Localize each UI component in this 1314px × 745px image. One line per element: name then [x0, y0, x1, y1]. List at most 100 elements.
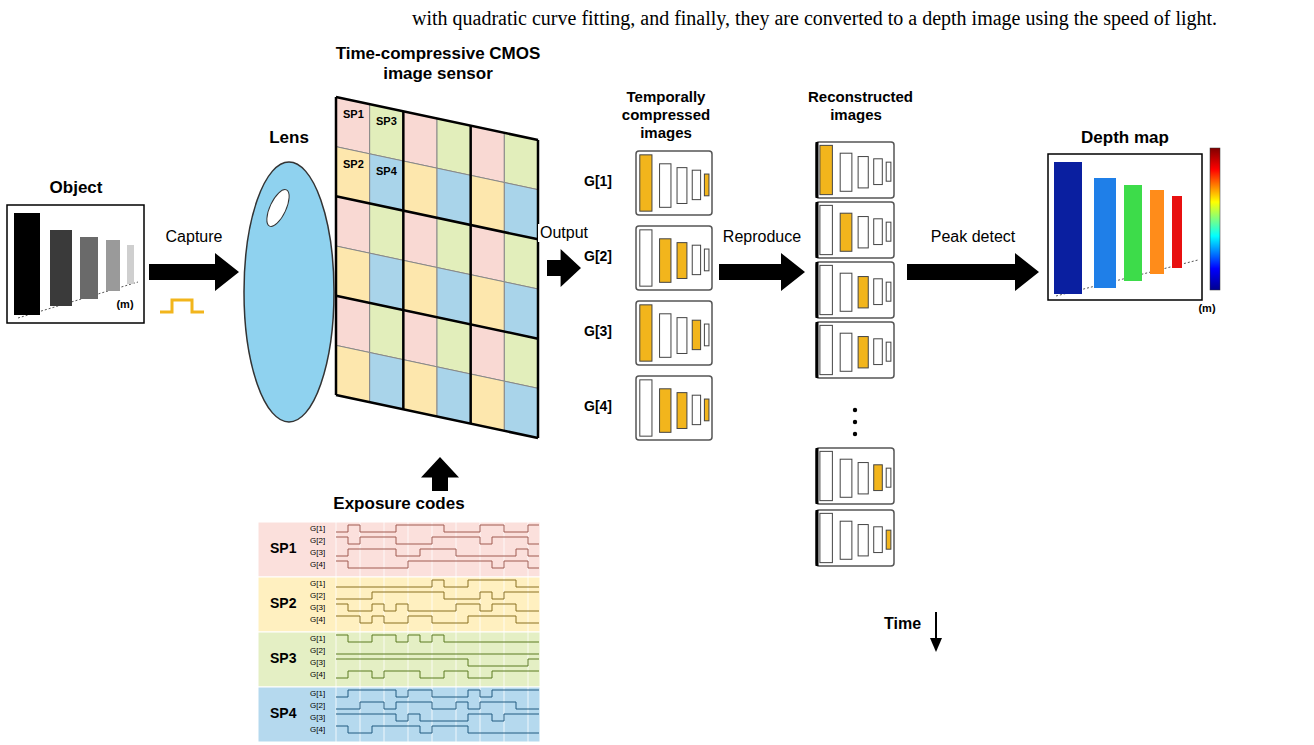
gate-name: G[3] — [310, 548, 336, 558]
scene-bar — [820, 205, 832, 254]
frame-name: G[3] — [584, 323, 632, 340]
time-grid — [480, 632, 481, 687]
sensor-pixel — [437, 367, 471, 424]
image-frame — [636, 226, 712, 290]
object-bar — [127, 245, 134, 284]
scene-bar — [820, 325, 832, 374]
compressed-image: G[4] — [584, 375, 714, 441]
code-band — [258, 577, 540, 632]
scene-bar — [677, 318, 687, 354]
scene-bar — [677, 168, 687, 204]
time-grid — [456, 687, 457, 742]
sensor-block-line — [402, 111, 405, 409]
sensor-pixel — [504, 133, 538, 190]
code-band — [258, 632, 540, 687]
section-heading: Lens — [242, 128, 336, 148]
scene-bar — [874, 279, 883, 305]
code-band: SP2G[1]G[2]G[3]G[4] — [258, 577, 540, 632]
scene-bar — [660, 164, 671, 208]
image-frame — [816, 142, 894, 198]
compressed-image: G[2] — [584, 225, 714, 291]
gate-name: G[1] — [310, 579, 336, 589]
exposure-waveform — [336, 537, 539, 544]
scene-bar — [820, 145, 832, 194]
frame-edge — [816, 142, 819, 198]
sensor-pixel — [504, 183, 538, 240]
code-band — [258, 687, 540, 742]
color-bar — [1210, 148, 1220, 290]
arrow-label: Reproduce — [721, 228, 803, 246]
exposure-waveform — [336, 604, 539, 611]
scene-bar — [874, 465, 883, 491]
frame-edge — [816, 322, 819, 378]
frame-edge — [816, 510, 819, 566]
object-frame — [7, 205, 144, 323]
section-heading: Temporally compressed images — [618, 88, 714, 142]
sensor-pixel — [370, 154, 404, 211]
exposure-waveform — [336, 561, 539, 568]
unit-label: (m) — [1192, 302, 1222, 315]
scene-bar — [858, 463, 868, 494]
subpixel-name: SP4 — [376, 165, 406, 178]
scene-bar — [858, 157, 868, 188]
gate-name: G[4] — [310, 560, 336, 570]
sensor-block-line — [336, 395, 538, 438]
gate-name: G[3] — [310, 658, 336, 668]
scene-bar — [704, 174, 709, 196]
frame-name: G[1] — [584, 173, 632, 190]
sensor-pixel — [437, 268, 471, 325]
sensor-pixel — [336, 345, 370, 402]
frame-edge — [816, 262, 819, 318]
gate-name: G[4] — [310, 725, 336, 735]
code-band-outline — [258, 522, 540, 577]
reconstructed-image-stack: Reconstructed images — [808, 88, 904, 583]
image-frame — [636, 376, 712, 440]
subpixel-name: SP2 — [343, 158, 373, 171]
image-frame — [816, 510, 894, 566]
image-sensor: Time-compressive CMOS image sensor — [332, 44, 544, 454]
depth-map: Depth map(m) — [1042, 128, 1228, 318]
block-arrow — [907, 253, 1039, 291]
gate-name: G[2] — [310, 536, 336, 546]
sensor-pixel — [437, 218, 471, 275]
sensor-pixel — [403, 310, 437, 367]
time-grid — [360, 577, 361, 632]
scene-bar — [640, 305, 652, 361]
object-bar — [50, 230, 72, 306]
sensor-pixel — [504, 381, 538, 438]
object-scene: Object(m) — [6, 178, 146, 326]
image-frame — [816, 322, 894, 378]
section-heading: Time-compressive CMOS image sensor — [332, 44, 544, 85]
compressed-image-group: Temporally compressed imagesG[1] G[2] G[3]… — [584, 88, 716, 448]
section-heading: Object — [6, 178, 146, 198]
exposure-waveform — [336, 592, 539, 599]
depth-frame — [1048, 154, 1202, 300]
gate-name: G[3] — [310, 603, 336, 613]
gate-name: G[4] — [310, 615, 336, 625]
scene-bar — [692, 245, 700, 274]
sensor-pixel — [403, 111, 437, 168]
compressed-image: G[3] — [584, 300, 714, 366]
scene-bar — [692, 170, 700, 199]
time-grid — [504, 632, 505, 687]
sensor-pixel — [471, 225, 505, 282]
sensor-pixel — [504, 282, 538, 339]
code-band: SP4G[1]G[2]G[3]G[4] — [258, 687, 540, 742]
code-band: SP3G[1]G[2]G[3]G[4] — [258, 632, 540, 687]
sensor-pixel — [437, 119, 471, 176]
sensor-block-line — [469, 126, 472, 424]
scene-bar — [677, 243, 687, 279]
sensor-pixel — [504, 332, 538, 389]
sensor-pixel — [336, 296, 370, 353]
frame-name: G[4] — [584, 398, 632, 415]
depth-bar — [1054, 162, 1082, 294]
image-frame — [816, 202, 894, 258]
sensor-block-line — [335, 97, 338, 395]
scene-bar — [692, 395, 700, 424]
lens: Lens — [242, 128, 336, 424]
object-bar — [14, 213, 40, 315]
sensor-pixel — [336, 147, 370, 204]
scene-bar — [886, 468, 891, 487]
subpixel-name: SP4 — [270, 705, 310, 722]
